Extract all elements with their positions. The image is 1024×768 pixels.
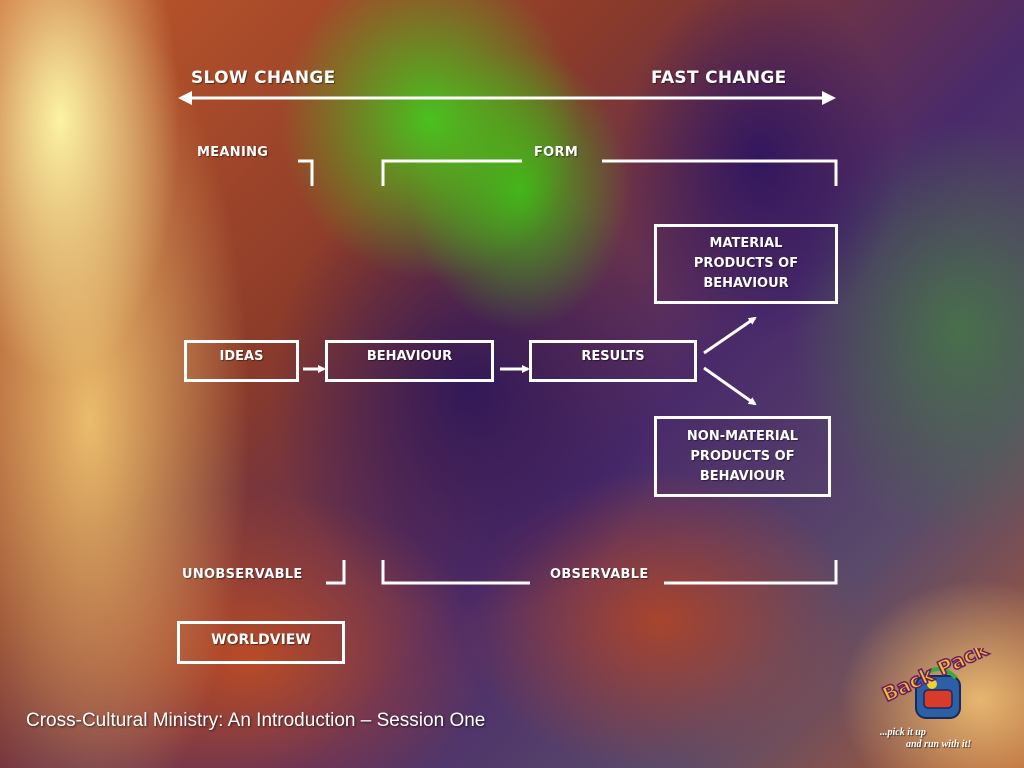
backpack-icon [915,667,961,719]
form-bracket-left [381,159,522,186]
material-products-box: MATERIAL PRODUCTS OF BEHAVIOUR [654,224,838,304]
ideas-box: IDEAS [184,340,299,382]
behaviour-text: BEHAVIOUR [366,349,453,364]
arrow-to-non-material [703,366,757,406]
axis-arrow-left [178,91,192,105]
observable-bracket-right [664,560,838,585]
meaning-label: MEANING [197,145,269,160]
logo-tagline-2: and run with it! [906,739,972,750]
non-material-products-box: NON-MATERIAL PRODUCTS OF BEHAVIOUR [654,416,831,497]
results-text: RESULTS [581,349,645,364]
axis-arrow-right [822,91,836,105]
observable-bracket-left [381,560,530,585]
behaviour-box: BEHAVIOUR [325,340,494,382]
observable-label: OBSERVABLE [550,567,649,582]
logo-tagline-1: ...pick it up [880,727,926,738]
results-box: RESULTS [529,340,697,382]
unobservable-bracket [326,560,346,585]
arrow-to-material [703,316,757,355]
non-material-products-text: NON-MATERIAL PRODUCTS OF BEHAVIOUR [686,428,799,484]
slow-change-label: SLOW CHANGE [191,68,336,88]
form-bracket-right [602,159,838,186]
backpack-logo: Back Pack [878,648,993,719]
meaning-bracket [298,159,314,186]
fast-change-label: FAST CHANGE [651,68,787,88]
material-products-text: MATERIAL PRODUCTS OF BEHAVIOUR [693,236,799,291]
ideas-text: IDEAS [219,349,264,364]
footer-title: Cross-Cultural Ministry: An Introduction… [26,710,486,731]
worldview-box: WORLDVIEW [177,621,345,664]
worldview-text: WORLDVIEW [211,632,311,648]
form-label: FORM [534,145,579,160]
unobservable-label: UNOBSERVABLE [182,567,303,582]
